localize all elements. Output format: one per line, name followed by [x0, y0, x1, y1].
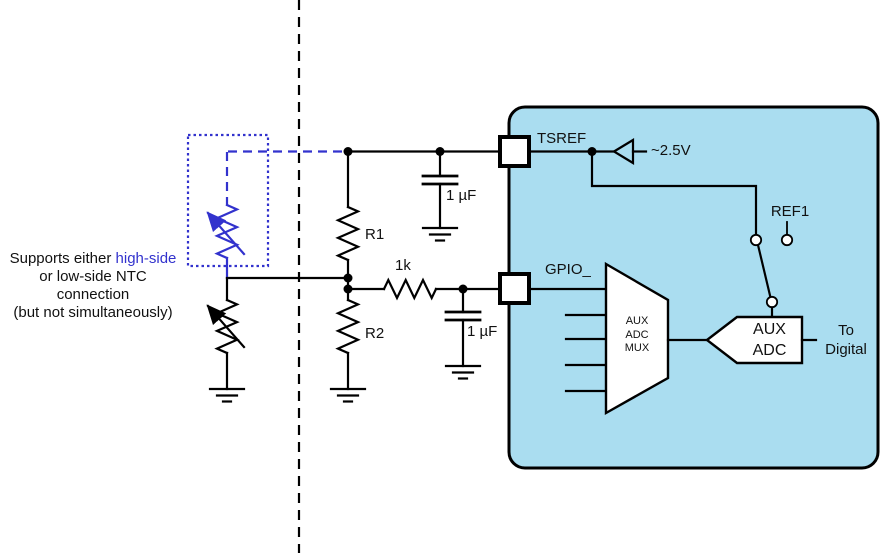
- resistor-1k: [346, 277, 502, 301]
- ground-icon: [421, 226, 459, 242]
- ntc-thermistor-high-side: [206, 203, 246, 280]
- tsref-pad: [498, 135, 531, 168]
- gpio-pin-label: GPIO_: [545, 261, 591, 278]
- cap-tsref-label: 1 µF: [446, 187, 477, 204]
- tsref-pin-label: TSREF: [537, 130, 587, 147]
- r2-label: R2: [365, 325, 385, 342]
- annotation-line-3: connection: [56, 286, 130, 303]
- switch-contact: [749, 233, 763, 247]
- ref1-switch: [749, 221, 794, 319]
- cap-gpio-label: 1 µF: [467, 323, 498, 340]
- ntc-thermistor-low-side: [206, 276, 246, 391]
- resistor-r1: [335, 150, 361, 280]
- mux-input-stubs: [564, 313, 608, 393]
- aux-adc-label: AUX ADC: [752, 321, 787, 359]
- gpio-pad: [498, 272, 531, 305]
- switch-pole: [765, 295, 779, 309]
- aux-adc-mux-label: AUX ADC MUX: [624, 315, 650, 354]
- ic-internals: [527, 138, 818, 416]
- series-resistor-label: 1k: [395, 257, 411, 274]
- r1-label: R1: [365, 226, 385, 243]
- high-side-highlight: high-side: [115, 250, 177, 267]
- annotation-line-2: or low-side NTC: [39, 268, 147, 285]
- annotation-line-1: Supports either high-side: [9, 250, 177, 267]
- high-side-ntc-option: [186, 133, 348, 280]
- external-network: [225, 147, 502, 403]
- annotation-text: Supports either high-side or low-side NT…: [2, 250, 184, 322]
- annotation-line-4: (but not simultaneously): [13, 304, 173, 321]
- high-side-dotted-box: [186, 133, 270, 268]
- junction-dot: [343, 147, 353, 156]
- junction-dot: [343, 284, 353, 294]
- ref-route-wire: [590, 150, 758, 236]
- capacitor-tsref-icon: [421, 150, 459, 230]
- junction-dot: [343, 273, 353, 283]
- ref-voltage-label: ~2.5V: [651, 142, 691, 159]
- ref1-label: REF1: [770, 203, 810, 220]
- ic-block: [507, 105, 880, 470]
- resistor-r2: [335, 276, 361, 391]
- low-side-ntc: [206, 276, 246, 403]
- ground-icon: [208, 387, 246, 403]
- switch-arm: [756, 243, 772, 299]
- ground-icon: [444, 364, 482, 380]
- switch-contact-ref1: [780, 233, 794, 247]
- aux-adc-mux-shape: [604, 261, 670, 416]
- ground-icon: [329, 387, 367, 403]
- to-digital-label: To Digital: [825, 322, 867, 358]
- junction-dot: [458, 284, 468, 294]
- junction-dot: [435, 147, 445, 156]
